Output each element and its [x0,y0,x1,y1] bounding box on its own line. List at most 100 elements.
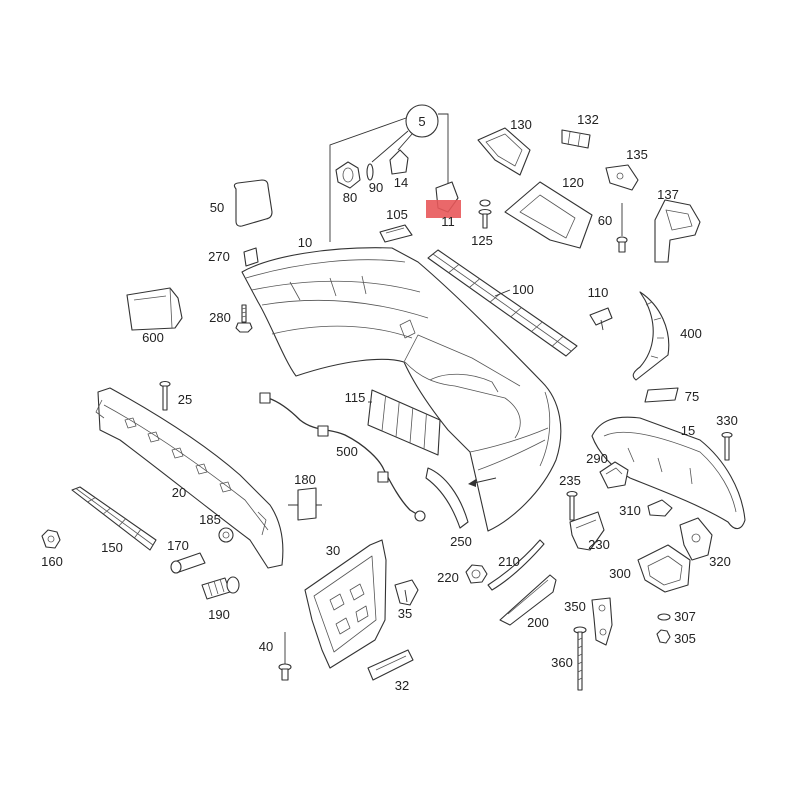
part-135-clip [605,164,639,191]
callout-label-80: 80 [343,190,357,205]
callout-label-600: 600 [142,330,164,345]
callout-label-270: 270 [208,249,230,264]
part-360-screw [573,626,587,691]
part-130-cover-plate [477,127,531,176]
callout-label-200: 200 [527,615,549,630]
callout-label-5: 5 [418,114,425,129]
part-330-screw [721,431,733,461]
callout-label-30: 30 [326,543,340,558]
part-230-bracket [569,511,605,551]
part-110-fastener [589,307,613,331]
part-250-curved-strip [425,467,497,529]
callout-labels: 5 130 132 135 137 80 90 14 120 50 105 11… [41,112,738,693]
callout-label-115: 115 [345,390,366,405]
part-190-bolt [201,576,240,600]
callout-label-500: 500 [336,444,358,459]
callout-label-150: 150 [101,540,123,555]
part-115-grille [367,389,441,456]
part-210-trim-strip [487,539,545,591]
leader-250-arrow [473,477,497,484]
callout-label-290: 290 [586,451,608,466]
leader-5-to-90 [371,130,409,163]
leader-5-to-10 [329,117,407,242]
part-270-clip-nut [243,247,259,267]
part-14-clip [389,149,409,175]
callout-label-310: 310 [619,503,641,518]
part-132-clip [561,129,591,149]
part-400-side-trim [632,291,670,381]
part-30-side-bracket [304,539,387,669]
callout-label-120: 120 [562,175,584,190]
callout-label-160: 160 [41,554,63,569]
callout-label-170: 170 [167,538,189,553]
callout-label-180: 180 [294,472,316,487]
part-75-label-plate [644,387,679,403]
callout-label-20: 20 [172,485,186,500]
leader-5-to-14 [397,133,413,151]
callout-label-235: 235 [559,473,581,488]
part-600-module [126,287,183,331]
callout-label-105: 105 [386,207,408,222]
part-220-nut [465,564,488,584]
callout-label-40: 40 [259,639,273,654]
part-290-clip [599,461,629,489]
part-15-lower-diffuser [591,416,746,530]
part-125-screw [478,199,492,229]
callout-label-130: 130 [510,117,532,132]
group-5-leaders [329,104,449,242]
part-11-bracket [426,181,461,218]
callout-label-250: 250 [450,534,472,549]
callout-label-10: 10 [298,235,312,250]
part-350-bracket [591,597,613,646]
callout-label-305: 305 [674,631,696,646]
part-280-bolt [235,304,253,333]
callout-label-125: 125 [471,233,493,248]
callout-label-25: 25 [178,392,192,407]
part-80-sensor-housing [335,161,361,189]
part-25-screw [159,380,171,411]
part-40-rivet [278,632,292,681]
callout-label-75: 75 [685,389,699,404]
leader-5-to-11 [438,113,449,184]
callout-label-360: 360 [551,655,573,670]
callout-label-110: 110 [588,285,609,300]
part-100-diffuser-strip [427,249,578,357]
callout-label-210: 210 [498,554,520,569]
part-160-nut [41,529,61,549]
callout-label-330: 330 [716,413,738,428]
callout-label-220: 220 [437,570,459,585]
callout-label-400: 400 [680,326,702,341]
part-307-washer [657,613,671,621]
callout-label-230: 230 [588,537,610,552]
part-32-trim-strip [367,649,414,681]
part-200-trim-strip [499,574,557,626]
callout-label-135: 135 [626,147,648,162]
callout-label-132: 132 [577,112,599,127]
callout-label-300: 300 [609,566,631,581]
part-170-pin [170,552,206,574]
part-60-rivet [616,203,628,253]
callout-label-15: 15 [681,423,695,438]
part-105-plate [379,224,413,243]
part-120-bracket-frame [504,181,593,249]
callout-circle-5 [405,104,439,138]
part-310-clip [647,499,673,517]
part-300-bracket [637,544,691,593]
arrowhead [468,479,476,487]
callout-label-90: 90 [369,180,383,195]
callout-label-60: 60 [598,213,612,228]
leader-100 [494,289,511,297]
part-185-washer [218,527,234,543]
part-150-grid-strip [71,486,157,551]
callout-label-50: 50 [210,200,224,215]
part-320-bracket [679,517,713,561]
callout-label-100: 100 [512,282,534,297]
callout-label-137: 137 [657,187,679,202]
part-10-bumper-cover [241,247,562,532]
callout-label-11: 11 [441,214,455,229]
callout-label-14: 14 [394,175,408,190]
part-235-screw [566,490,578,521]
part-305-nut [656,629,671,644]
callout-label-350: 350 [564,599,586,614]
